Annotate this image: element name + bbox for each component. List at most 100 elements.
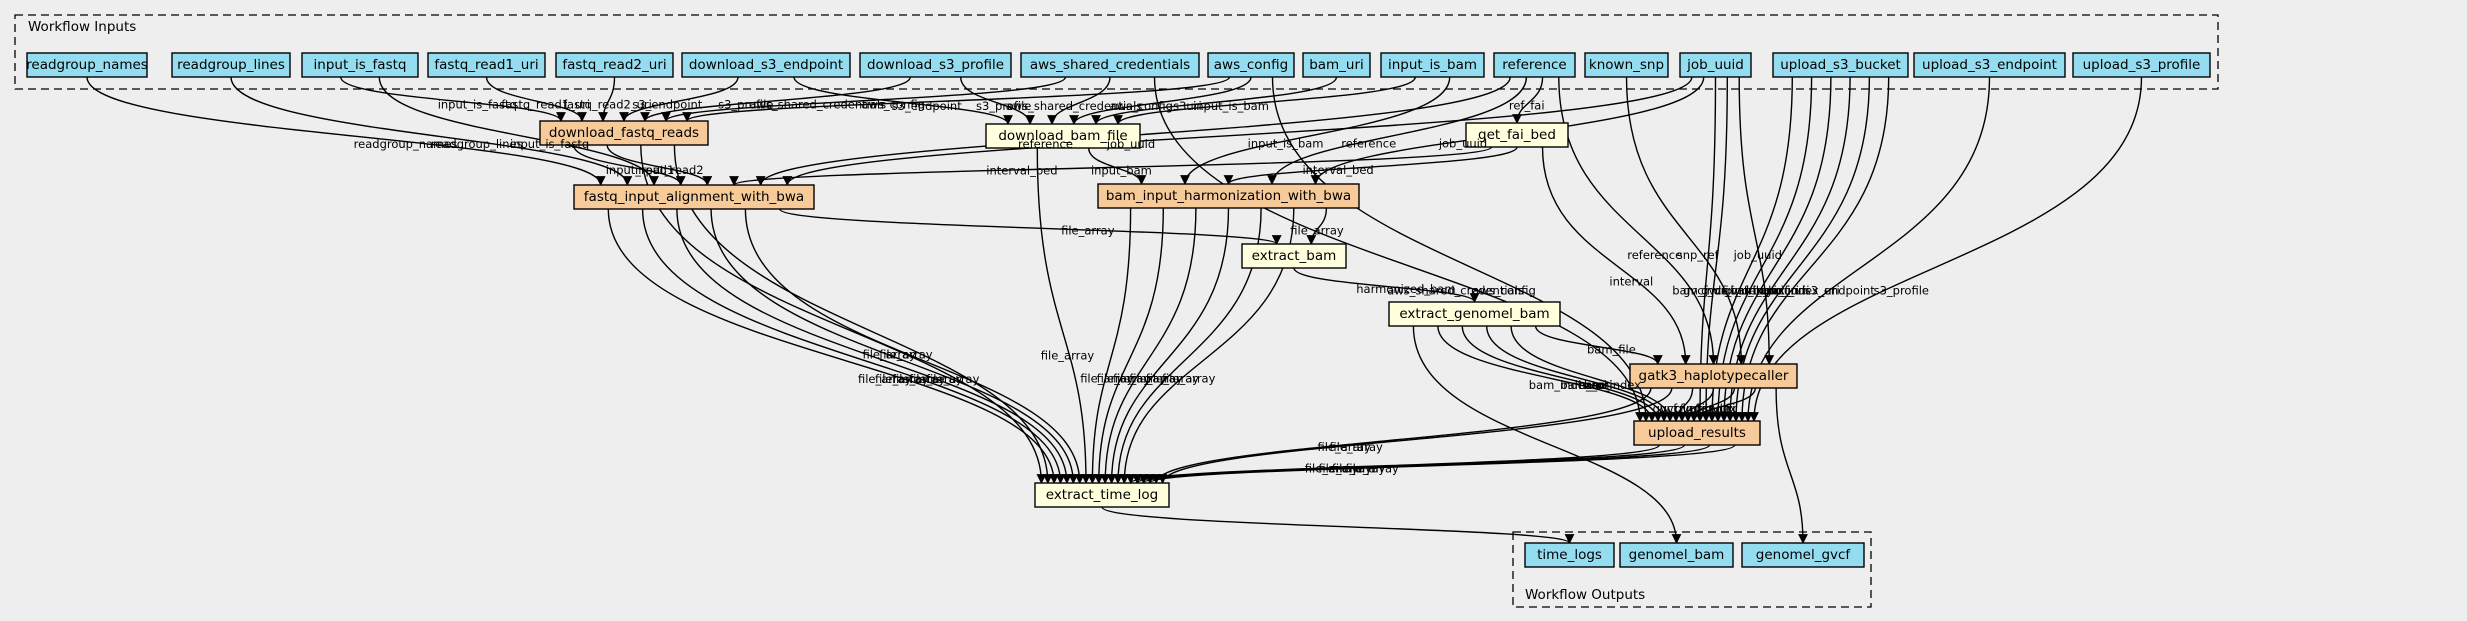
node-label: download_s3_endpoint xyxy=(689,57,843,73)
node-download-s3-endpoint[interactable]: download_s3_endpoint xyxy=(681,52,851,78)
edge-download-s3-profile-to-download-fastq-reads xyxy=(640,76,911,122)
edge-label: aws_config xyxy=(1110,99,1173,113)
edge-bam-input-harmonization-with-bwa-to-extract-time-log xyxy=(1093,207,1164,484)
edge-label: file_array xyxy=(926,372,980,386)
node-job-uuid[interactable]: job_uuid xyxy=(1679,52,1752,78)
node-reference[interactable]: reference xyxy=(1493,52,1576,78)
node-extract-bam[interactable]: extract_bam xyxy=(1241,243,1347,269)
node-get-fai-bed[interactable]: get_fai_bed xyxy=(1465,122,1569,148)
edge-label: file_array xyxy=(909,372,963,386)
cluster-outputs: Workflow Outputs xyxy=(1512,531,1872,608)
node-aws-shared-credentials[interactable]: aws_shared_credentials xyxy=(1020,52,1200,78)
edge-readgroup-names-to-fastq-input-alignment-with-bwa xyxy=(86,76,606,186)
node-upload-s3-bucket[interactable]: upload_s3_bucket xyxy=(1772,52,1909,78)
edge-label: bam_uri xyxy=(1752,283,1799,297)
node-input-is-bam[interactable]: input_is_bam xyxy=(1380,52,1485,78)
edge-label: file_array xyxy=(879,348,933,362)
node-label: input_is_fastq xyxy=(314,57,407,73)
edge-label: file_array xyxy=(1329,440,1383,454)
edge-fastq-input-alignment-with-bwa-to-extract-time-log xyxy=(607,208,1059,484)
edge-fastq-input-alignment-with-bwa-to-extract-time-log xyxy=(710,208,1079,484)
edge-input-is-fastq-to-fastq-input-alignment-with-bwa xyxy=(378,76,659,186)
node-label: time_logs xyxy=(1537,547,1602,563)
edge-upload-s3-profile-to-upload-results xyxy=(1749,76,2143,422)
edge-label: gvcf_uri xyxy=(1683,283,1728,297)
node-readgroup-names[interactable]: readgroup_names xyxy=(26,52,148,78)
node-label: download_s3_profile xyxy=(867,57,1004,73)
node-label: upload_s3_profile xyxy=(2083,57,2201,73)
node-genomel-bam[interactable]: genomel_bam xyxy=(1619,542,1734,568)
node-known-snp[interactable]: known_snp xyxy=(1584,52,1669,78)
edge-label: file_array xyxy=(1317,440,1371,454)
node-label: extract_genomel_bam xyxy=(1399,306,1549,322)
edge-label: input_is_fastq xyxy=(510,137,589,151)
edge-upload-results-to-extract-time-log xyxy=(1145,444,1736,484)
node-label: readgroup_lines xyxy=(177,57,285,73)
node-readgroup-lines[interactable]: readgroup_lines xyxy=(171,52,291,78)
edge-download-bam-file-to-extract-time-log xyxy=(1036,147,1091,484)
edge-label: gvcf xyxy=(1705,402,1730,416)
node-bam-input-harmonization-with-bwa[interactable]: bam_input_harmonization_with_bwa xyxy=(1097,183,1360,209)
edge-extract-genomel-bam-to-upload-results xyxy=(1437,325,1657,422)
edge-aws-config-to-upload-results xyxy=(1271,76,1651,422)
node-label: upload_s3_bucket xyxy=(1780,57,1901,73)
node-download-s3-profile[interactable]: download_s3_profile xyxy=(859,52,1012,78)
node-upload-s3-profile[interactable]: upload_s3_profile xyxy=(2072,52,2211,78)
edge-download-fastq-reads-to-extract-time-log xyxy=(640,144,1047,484)
node-input-is-fastq[interactable]: input_is_fastq xyxy=(301,52,419,78)
node-download-bam-file[interactable]: download_bam_file xyxy=(985,123,1141,149)
edge-label: ref_fai xyxy=(1509,99,1545,113)
edge-label: gvcf_index_uri xyxy=(1723,283,1806,297)
edge-label: s3uri xyxy=(1173,99,1202,113)
edge-label: interval xyxy=(1609,275,1653,289)
node-gatk3-haplotypecaller[interactable]: gatk3_haplotypecaller xyxy=(1629,363,1798,389)
edge-label: gvcf_index_uri xyxy=(1653,402,1736,416)
edge-input-is-bam-to-bam-input-harmonization-with-bwa xyxy=(1180,76,1451,185)
node-bam-uri[interactable]: bam_uri xyxy=(1302,52,1371,78)
edge-label: reference xyxy=(1018,137,1073,151)
edge-label: reference xyxy=(1341,136,1396,150)
edge-label: file_array xyxy=(892,372,946,386)
edge-label: aws_shared_credentials xyxy=(1006,99,1143,113)
cluster-inputs: Workflow Inputs xyxy=(14,14,2219,90)
edge-label: file_array xyxy=(862,348,916,362)
node-label: genomel_bam xyxy=(1629,547,1725,563)
node-label: aws_shared_credentials xyxy=(1030,57,1190,73)
node-fastq-read1-uri[interactable]: fastq_read1_uri xyxy=(427,52,546,78)
edge-aws-shared-credentials-to-upload-results xyxy=(1153,76,1645,422)
edge-label: s3_profile xyxy=(1874,283,1929,297)
node-time-logs[interactable]: time_logs xyxy=(1524,542,1615,568)
node-extract-genomel-bam[interactable]: extract_genomel_bam xyxy=(1388,301,1561,327)
node-extract-time-log[interactable]: extract_time_log xyxy=(1034,482,1170,508)
edge-known-snp-to-gatk3-haplotypecaller xyxy=(1625,76,1747,365)
node-label: known_snp xyxy=(1589,57,1664,73)
edge-fastq-input-alignment-with-bwa-to-extract-bam xyxy=(779,208,1282,245)
edge-label: input_is_bam xyxy=(1248,136,1324,150)
node-aws-config[interactable]: aws_config xyxy=(1207,52,1295,78)
edge-label: file_array xyxy=(1305,462,1359,476)
edge-extract-genomel-bam-to-gatk3-haplotypecaller xyxy=(1534,325,1663,365)
edge-get-fai-bed-to-fastq-input-alignment-with-bwa xyxy=(729,146,1493,186)
node-fastq-input-alignment-with-bwa[interactable]: fastq_input_alignment_with_bwa xyxy=(573,184,815,210)
edge-download-s3-profile-to-download-bam-file xyxy=(960,76,1035,125)
edge-label: file_array xyxy=(1080,372,1134,386)
node-genomel-gvcf[interactable]: genomel_gvcf xyxy=(1741,542,1865,568)
edge-label: file_array xyxy=(1113,372,1167,386)
edge-label: file_array xyxy=(1129,372,1183,386)
node-download-fastq-reads[interactable]: download_fastq_reads xyxy=(539,120,709,146)
edge-label: file_array xyxy=(1345,462,1399,476)
edge-extract-bam-to-extract-genomel-bam xyxy=(1293,267,1480,303)
node-upload-results[interactable]: upload_results xyxy=(1633,420,1761,446)
edge-label: bam_uri xyxy=(1560,378,1607,392)
edge-label: bam_uri xyxy=(1730,283,1777,297)
edge-label: s3_profile xyxy=(718,97,773,111)
edge-reference-to-get-fai-bed xyxy=(1512,76,1544,124)
edge-download-fastq-reads-to-fastq-input-alignment-with-bwa xyxy=(606,144,713,186)
edge-label: snp_ref xyxy=(1677,248,1720,262)
edge-upload-results-to-extract-time-log xyxy=(1132,444,1686,484)
edge-fastq-read2-uri-to-download-fastq-reads xyxy=(598,76,616,122)
node-fastq-read2-uri[interactable]: fastq_read2_uri xyxy=(555,52,674,78)
edge-download-s3-endpoint-to-download-fastq-reads xyxy=(619,76,739,122)
node-upload-s3-endpoint[interactable]: upload_s3_endpoint xyxy=(1913,52,2066,78)
edge-gatk3-haplotypecaller-to-extract-time-log xyxy=(1151,387,1652,484)
